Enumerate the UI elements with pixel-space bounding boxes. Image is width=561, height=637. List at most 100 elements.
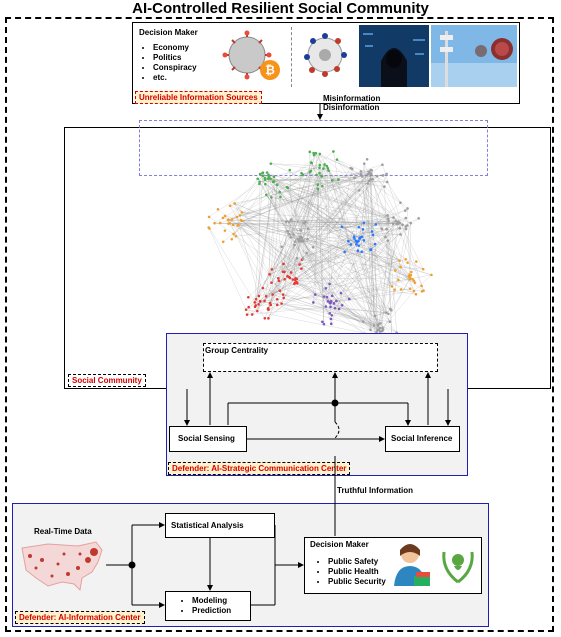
sources-decision-maker-title: Decision Maker xyxy=(139,28,198,37)
network-node xyxy=(279,195,282,199)
network-edge xyxy=(330,286,393,304)
network-edge xyxy=(391,279,411,311)
network-edge xyxy=(300,240,416,283)
decision-list: Public Safety Public Health Public Secur… xyxy=(316,557,386,587)
network-node xyxy=(272,175,276,179)
network-edge xyxy=(228,220,399,222)
network-edge xyxy=(260,301,390,322)
decision-maker-box xyxy=(304,537,482,594)
network-node xyxy=(324,305,328,308)
cell-tower-icon xyxy=(431,25,517,87)
network-node xyxy=(216,207,220,211)
network-edge xyxy=(309,151,353,169)
network-node xyxy=(313,293,317,296)
network-node xyxy=(328,301,332,304)
network-node xyxy=(329,305,332,309)
network-edge xyxy=(289,234,389,314)
network-node xyxy=(230,237,234,241)
network-node xyxy=(373,242,377,246)
network-edge xyxy=(246,241,359,315)
network-node xyxy=(408,276,412,280)
network-edge xyxy=(348,241,371,330)
misinfo-line1: Misinformation xyxy=(323,94,381,103)
network-node xyxy=(281,293,285,296)
network-node xyxy=(328,282,331,286)
network-node xyxy=(327,169,330,172)
network-node xyxy=(231,223,235,227)
network-edge xyxy=(295,240,364,242)
network-node xyxy=(320,175,324,178)
network-edge xyxy=(281,246,300,265)
network-edge xyxy=(311,162,381,329)
network-node xyxy=(369,248,372,251)
network-edge xyxy=(336,279,410,302)
modeling-box xyxy=(165,591,251,621)
network-node xyxy=(346,240,350,243)
network-node xyxy=(293,243,296,247)
network-edge xyxy=(264,177,390,322)
network-node xyxy=(417,217,420,220)
network-node xyxy=(269,162,273,165)
network-node xyxy=(408,273,411,276)
network-node xyxy=(315,173,318,177)
network-edge xyxy=(266,194,337,301)
network-node xyxy=(221,240,225,244)
network-node xyxy=(394,219,398,223)
network-node xyxy=(269,303,273,307)
network-node xyxy=(370,230,374,233)
network-node xyxy=(393,269,397,272)
network-edge xyxy=(289,170,296,280)
network-node xyxy=(228,204,232,208)
network-edge xyxy=(311,162,400,261)
network-node xyxy=(330,314,334,317)
network-node xyxy=(255,309,259,313)
network-edge xyxy=(326,166,333,296)
network-node xyxy=(286,274,289,278)
network-node xyxy=(386,239,390,242)
network-edge xyxy=(361,251,432,276)
network-node xyxy=(264,182,267,186)
modeling-list: Modeling Prediction xyxy=(180,596,231,616)
network-edge xyxy=(259,173,399,224)
network-edge xyxy=(273,181,284,272)
stat-analysis-box xyxy=(165,513,275,538)
network-edge xyxy=(217,209,284,264)
network-edge xyxy=(259,173,316,295)
network-node xyxy=(390,285,394,288)
network-node xyxy=(378,326,382,330)
network-node xyxy=(357,225,361,229)
network-node xyxy=(370,172,373,176)
network-node xyxy=(385,172,388,176)
network-node xyxy=(321,320,324,324)
network-node xyxy=(399,288,403,291)
network-node xyxy=(343,250,346,254)
network-node xyxy=(376,324,380,327)
realtime-label: Real-Time Data xyxy=(34,527,92,536)
network-node xyxy=(323,163,326,166)
network-edge xyxy=(266,172,288,188)
group-centrality-box xyxy=(203,343,438,372)
network-edge xyxy=(238,224,401,235)
network-edge xyxy=(283,238,360,299)
network-edge xyxy=(264,296,325,302)
network-node xyxy=(270,268,274,271)
network-edge xyxy=(229,223,387,313)
network-node xyxy=(269,177,272,181)
network-node xyxy=(399,233,402,236)
strategic-label: Defender: AI-Strategic Communication Cen… xyxy=(168,462,351,475)
network-edge xyxy=(287,231,372,250)
network-node xyxy=(282,262,285,266)
flag-virus-icon xyxy=(295,27,355,85)
network-node xyxy=(283,277,286,281)
network-node xyxy=(233,202,236,205)
network-edge xyxy=(361,202,401,237)
network-node xyxy=(399,265,402,269)
network-edge xyxy=(295,224,376,279)
network-node xyxy=(264,294,268,298)
network-node xyxy=(266,177,270,180)
network-node xyxy=(263,299,266,303)
network-node xyxy=(331,179,334,182)
network-edge xyxy=(268,178,388,216)
network-edge xyxy=(311,162,389,314)
network-node xyxy=(207,215,211,219)
